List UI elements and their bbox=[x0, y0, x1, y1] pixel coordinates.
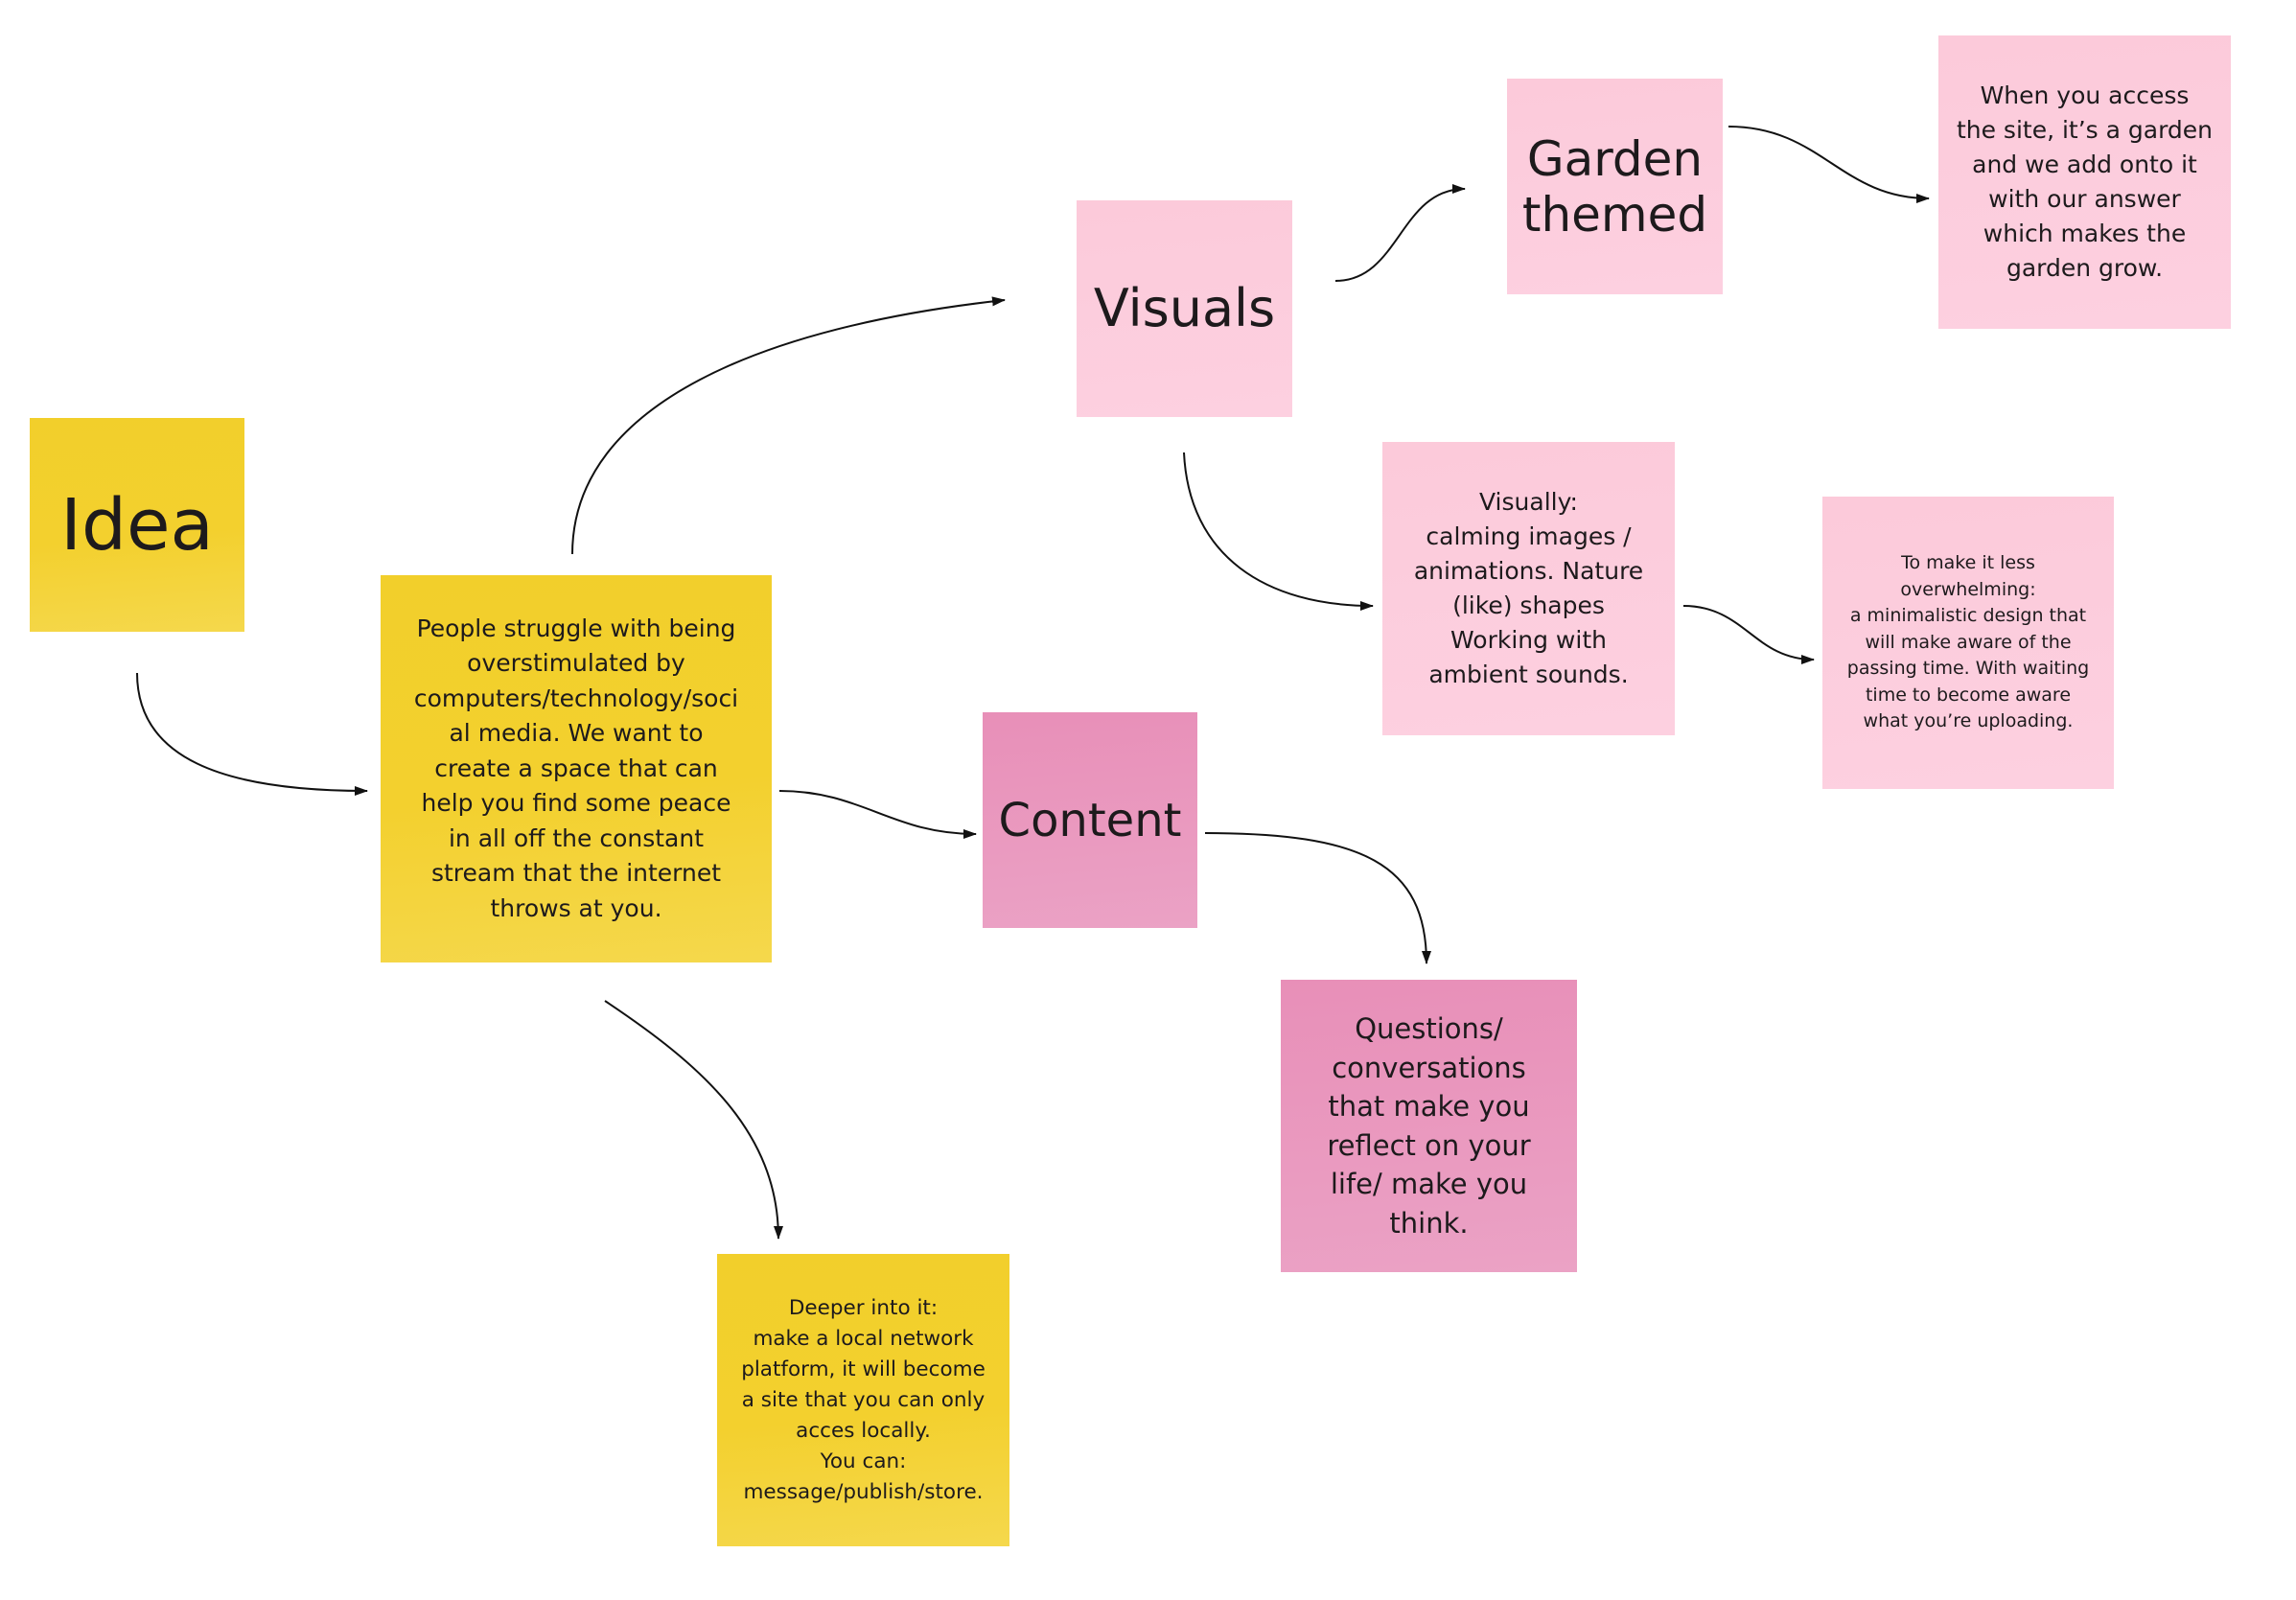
sticky-note-questions[interactable]: Questions/ conversations that make you r… bbox=[1281, 980, 1577, 1272]
sticky-note-less-overwhelming[interactable]: To make it less overwhelming: a minimali… bbox=[1822, 497, 2114, 789]
note-text: Visuals bbox=[1093, 278, 1276, 338]
connector-problem-to-content[interactable] bbox=[778, 790, 977, 839]
connector-content-to-questions[interactable] bbox=[1204, 832, 1431, 964]
sticky-note-problem-statement[interactable]: People struggle with being overstimulate… bbox=[381, 575, 772, 962]
note-text: Deeper into it: make a local network pla… bbox=[741, 1295, 986, 1504]
connector-visually-to-minimal[interactable] bbox=[1682, 605, 1815, 664]
sticky-note-visuals[interactable]: Visuals bbox=[1077, 200, 1292, 417]
connector-visuals-to-garden[interactable] bbox=[1334, 184, 1466, 282]
connector-problem-to-deeper[interactable] bbox=[604, 1000, 783, 1240]
sticky-note-idea[interactable]: Idea bbox=[30, 418, 244, 632]
sticky-note-garden-themed[interactable]: Garden themed bbox=[1507, 79, 1723, 294]
sticky-note-deeper[interactable]: Deeper into it: make a local network pla… bbox=[717, 1254, 1009, 1546]
connector-problem-to-visuals[interactable] bbox=[571, 296, 1006, 555]
connector-visuals-to-visually[interactable] bbox=[1183, 452, 1374, 611]
sticky-note-garden-description[interactable]: When you access the site, it’s a garden … bbox=[1938, 35, 2231, 329]
sticky-note-visually[interactable]: Visually: calming images / animations. N… bbox=[1382, 442, 1675, 735]
note-text: Visually: calming images / animations. N… bbox=[1413, 488, 1644, 688]
note-text: When you access the site, it’s a garden … bbox=[1956, 81, 2214, 282]
note-text: Idea bbox=[60, 483, 214, 567]
connector-idea-to-problem[interactable] bbox=[136, 672, 368, 796]
note-text: Garden themed bbox=[1521, 130, 1708, 243]
note-text: Content bbox=[998, 793, 1182, 847]
note-text: To make it less overwhelming: a minimali… bbox=[1846, 552, 2090, 732]
note-text: Questions/ conversations that make you r… bbox=[1327, 1012, 1531, 1240]
sticky-note-content[interactable]: Content bbox=[983, 712, 1197, 928]
note-text: People struggle with being overstimulate… bbox=[413, 614, 739, 922]
connector-garden-to-description[interactable] bbox=[1728, 126, 1930, 203]
